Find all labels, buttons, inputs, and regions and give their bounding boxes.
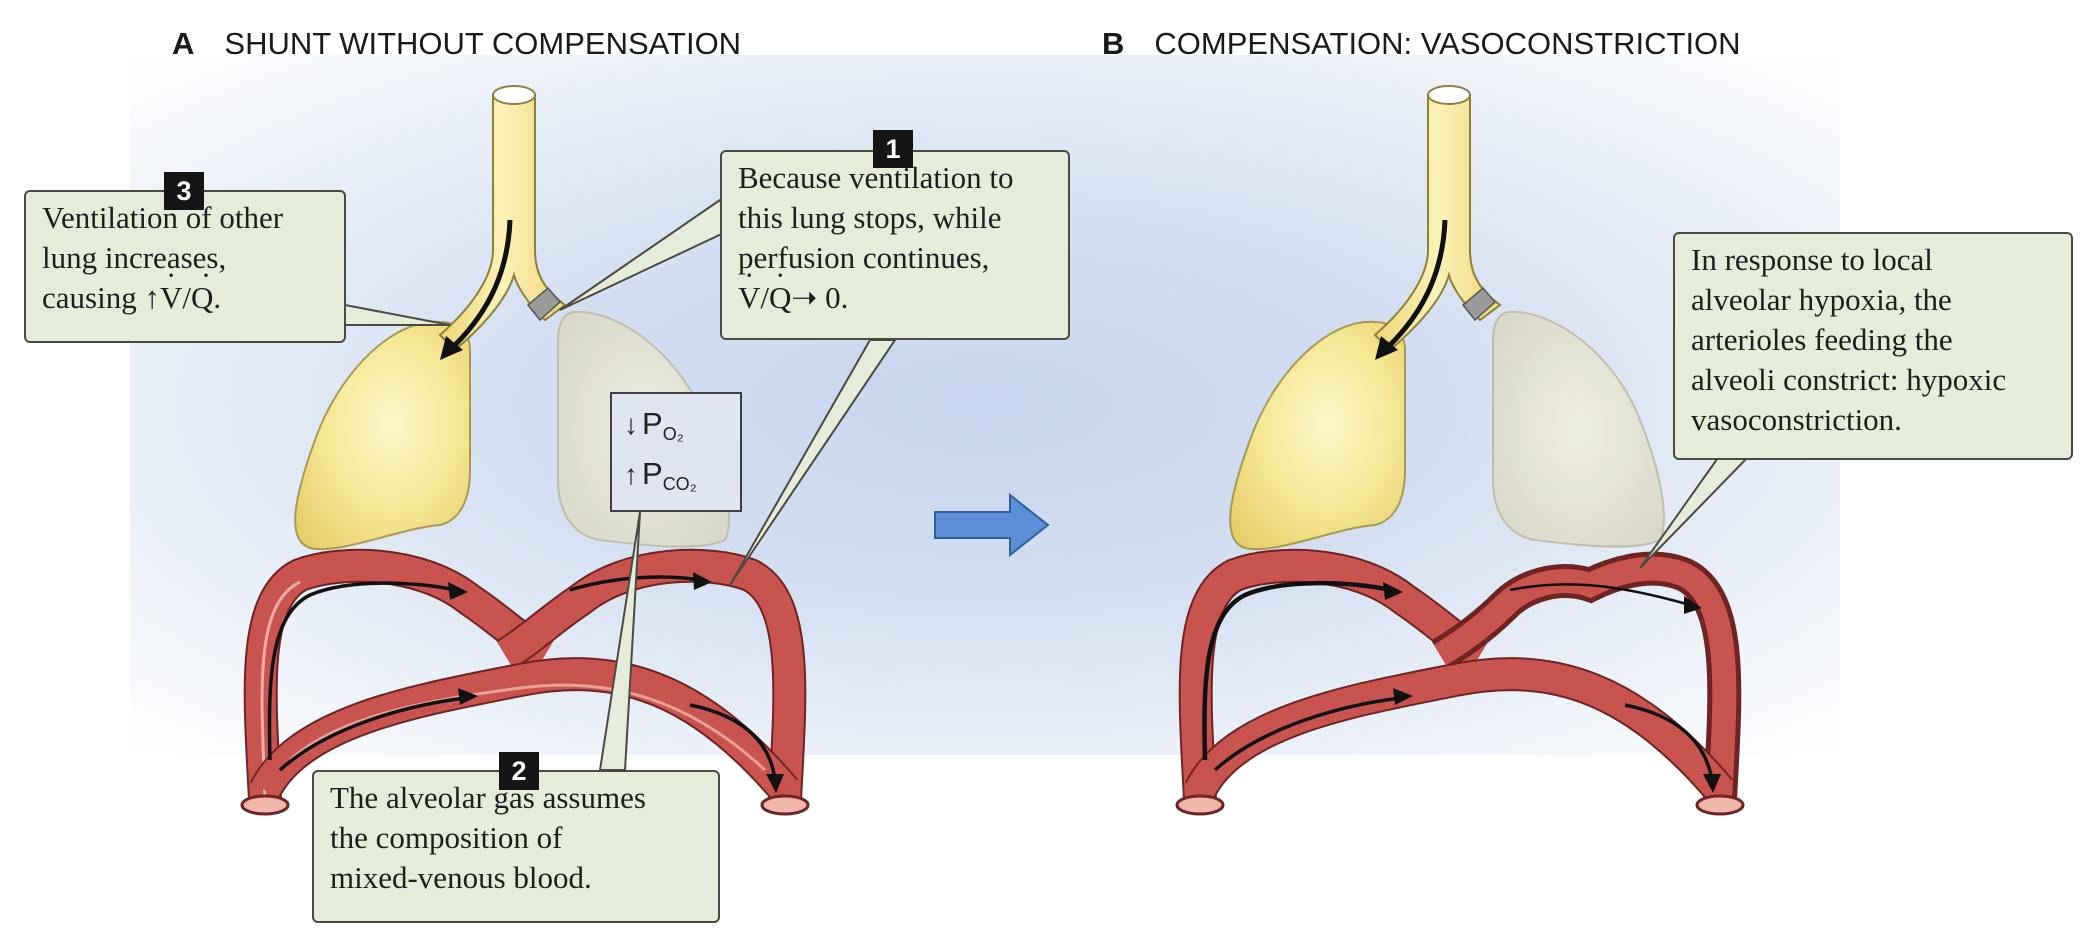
badge-2: 2 — [499, 752, 539, 790]
panel-b-title-text: COMPENSATION: VASOCONSTRICTION — [1154, 26, 1741, 61]
ventilation-arrow — [453, 219, 513, 347]
callout-4-line: alveoli constrict: hypoxic — [1691, 362, 2007, 397]
vessel-loop-left-b — [1180, 550, 1488, 801]
q-dot: Q — [769, 278, 791, 318]
alveolar-gas-box: ↓PO₂ ↑PCO₂ — [610, 392, 742, 512]
flow-arrow-b4 — [1624, 703, 1714, 781]
flow-arrow-b1 — [1202, 580, 1391, 761]
slash: / — [760, 280, 770, 315]
callout-3-prefix: causing — [42, 280, 137, 315]
ventilation-arrowhead — [440, 336, 463, 360]
flow-arrow-a3 — [569, 575, 701, 592]
trachea — [438, 94, 567, 352]
badge-1: 1 — [873, 130, 913, 168]
flow-arrow-b2 — [1213, 696, 1401, 772]
v-dot: V — [738, 278, 760, 318]
bronchus-block — [526, 286, 562, 322]
callout-2-line: mixed-venous blood. — [330, 860, 592, 895]
vessel-bottom-b — [1186, 659, 1732, 800]
vessel-end-left-b — [1175, 794, 1225, 816]
pco2-row: ↑PCO₂ — [624, 456, 697, 495]
pointer-callout-1 — [559, 198, 732, 311]
slash: / — [182, 280, 191, 315]
panel-b-title: B COMPENSATION: VASOCONSTRICTION — [1102, 26, 1741, 62]
left-lung — [294, 320, 471, 551]
pointer-callout-2 — [598, 511, 641, 771]
panel-a-title-text: SHUNT WITHOUT COMPENSATION — [224, 26, 742, 61]
up-arrow-icon: ↑ — [144, 280, 160, 315]
flow-arrow-b3 — [1509, 583, 1691, 607]
vessel-end-right-b — [1695, 794, 1745, 816]
q-dot: Q. — [191, 278, 221, 318]
formula-value: 0. — [825, 280, 849, 315]
panel-a-title: A SHUNT WITHOUT COMPENSATION — [172, 26, 741, 62]
right-arrow-icon: ➝ — [791, 280, 818, 315]
vessel-loop-right-b-constricted — [1433, 556, 1737, 801]
p-symbol: P — [642, 456, 663, 491]
callout-2: The alveolar gas assumes the composition… — [312, 770, 720, 923]
callout-4-line: In response to local — [1691, 242, 1933, 277]
panel-b-letter: B — [1102, 26, 1125, 61]
callout-1: Because ventilation to this lung stops, … — [720, 150, 1070, 340]
p-symbol: P — [642, 406, 663, 441]
callout-1-formula: V/Q➝ 0. — [738, 278, 1052, 318]
v-dot: V — [160, 278, 182, 318]
trachea-opening-b — [1427, 85, 1471, 105]
flow-arrow-a1 — [267, 581, 456, 761]
transition-arrow — [934, 492, 1050, 558]
pointer-callout-1b — [729, 339, 897, 586]
up-arrow-icon: ↑ — [624, 459, 638, 490]
callout-4-line: arterioles feeding the — [1691, 322, 1953, 357]
vessel-end-right — [760, 794, 810, 816]
callout-3-line: lung increases, — [42, 240, 227, 275]
flow-arrow-a4 — [689, 703, 777, 781]
panel-b-art — [1175, 85, 1753, 816]
callout-2-line: the composition of — [330, 820, 563, 855]
po2-row: ↓PO₂ — [624, 406, 684, 445]
callout-4-line: alveolar hypoxia, the — [1691, 282, 1952, 317]
panel-a-letter: A — [172, 26, 195, 61]
callout-1-line: this lung stops, while — [738, 200, 1002, 235]
o2-subscript: O₂ — [662, 424, 684, 444]
flow-arrow-a2 — [278, 696, 466, 772]
callout-4-line: vasoconstriction. — [1691, 402, 1902, 437]
callout-3: Ventilation of other lung increases, cau… — [24, 190, 346, 343]
right-lung-b — [1492, 310, 1665, 548]
bronchus-block-b — [1461, 286, 1497, 322]
callout-3-formula: causing ↑V/Q. — [42, 278, 328, 318]
badge-3: 3 — [164, 172, 204, 210]
down-arrow-icon: ↓ — [624, 409, 638, 440]
callout-2-line: The alveolar gas assumes — [330, 780, 646, 815]
ventilation-arrow-b — [1388, 219, 1448, 347]
co2-subscript: CO₂ — [662, 474, 697, 494]
trachea-b — [1373, 94, 1502, 352]
trachea-opening — [492, 85, 536, 105]
vessel-end-left — [240, 794, 290, 816]
left-lung-b — [1229, 320, 1406, 551]
pointer-callout-3 — [344, 303, 451, 326]
callout-hypoxic-vasoconstriction: In response to local alveolar hypoxia, t… — [1673, 232, 2073, 460]
callout-3-line: Ventilation of other — [42, 200, 284, 235]
